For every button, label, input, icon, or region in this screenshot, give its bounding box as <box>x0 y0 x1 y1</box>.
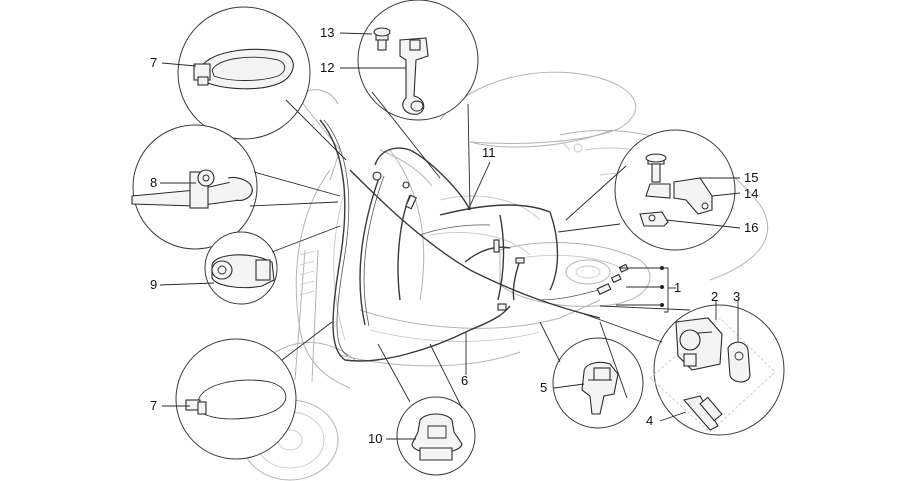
detail-bubble-2-3-4 <box>649 304 785 436</box>
scooter-outline <box>241 71 769 481</box>
detail-bubble-14-15-16 <box>614 129 736 251</box>
bracket-1 <box>616 266 676 313</box>
detail-bubble-7-bottom <box>175 338 297 460</box>
cable-harness <box>319 119 629 362</box>
leader-lines <box>159 32 741 440</box>
detail-bubble-8 <box>131 124 258 250</box>
callout-10: 10 <box>368 431 382 446</box>
callout-8: 8 <box>150 175 157 190</box>
callout-5: 5 <box>540 380 547 395</box>
callout-7-bottom: 7 <box>150 398 157 413</box>
callout-labels: 1 2 3 4 5 6 7 7 8 9 10 11 12 13 14 15 16 <box>150 25 758 446</box>
callout-1: 1 <box>674 280 681 295</box>
callout-16: 16 <box>744 220 758 235</box>
callout-12: 12 <box>320 60 334 75</box>
callout-9: 9 <box>150 277 157 292</box>
callout-6: 6 <box>461 373 468 388</box>
callout-3: 3 <box>733 289 740 304</box>
detail-bubble-7-top <box>177 6 311 140</box>
detail-bubble-5 <box>552 337 644 429</box>
callout-11: 11 <box>482 145 496 160</box>
callout-2: 2 <box>711 289 718 304</box>
detail-bubble-12-13 <box>357 0 479 121</box>
detail-bubble-10 <box>396 396 476 476</box>
callout-15: 15 <box>744 170 758 185</box>
callout-4: 4 <box>646 413 653 428</box>
detail-bubble-9 <box>204 231 278 305</box>
callout-14: 14 <box>744 186 758 201</box>
callout-13: 13 <box>320 25 334 40</box>
callout-7-top: 7 <box>150 55 157 70</box>
